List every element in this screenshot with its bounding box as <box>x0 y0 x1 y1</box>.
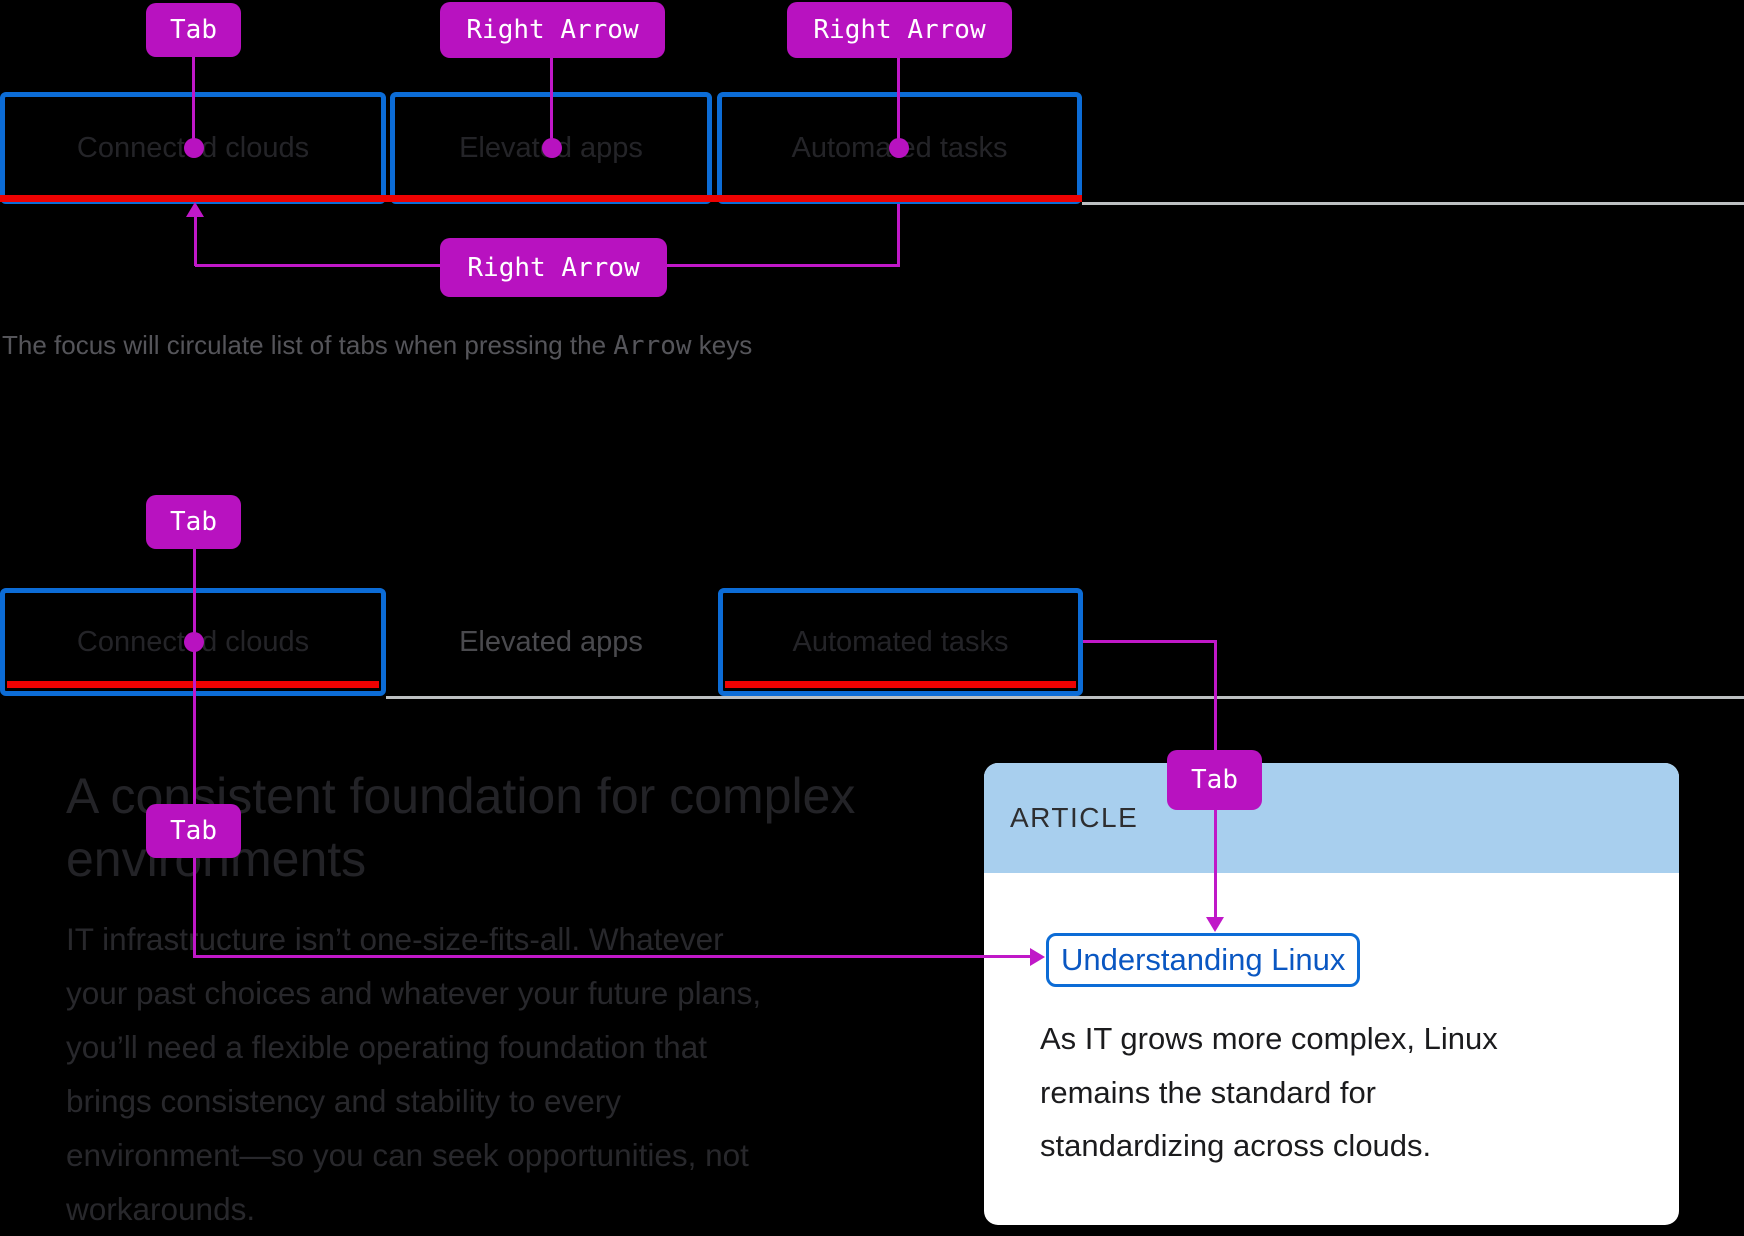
tab-strip-baseline <box>1082 202 1744 205</box>
focus-path-horizontal <box>193 955 1034 958</box>
hero-paragraph-line: brings consistency and stability to ever… <box>66 1083 622 1119</box>
loop-arrowhead-up <box>186 202 204 217</box>
article-body-line: As IT grows more complex, Linux <box>1040 1021 1498 1056</box>
hero-heading: A consistent foundation for complex envi… <box>66 765 855 891</box>
tab-label: Elevated apps <box>459 625 643 658</box>
key-label-tab: Tab <box>146 495 241 549</box>
article-body-line: standardizing across clouds. <box>1040 1128 1432 1163</box>
key-label-tab: Tab <box>1167 750 1262 810</box>
key-label-tab: Tab <box>146 804 241 858</box>
focus-path-vertical <box>193 549 196 958</box>
focus-path-horizontal <box>1083 640 1216 643</box>
focus-point-dot <box>184 632 204 652</box>
hero-paragraph-line: your past choices and whatever your futu… <box>66 975 762 1011</box>
article-body-line: remains the standard for <box>1040 1074 1377 1110</box>
key-label-right-arrow: Right Arrow <box>440 2 665 58</box>
focus-point-dot <box>542 138 562 158</box>
article-link[interactable]: Understanding Linux <box>1061 942 1346 977</box>
article-link-focus-ring: Understanding Linux <box>1046 933 1361 987</box>
selected-tab-underline <box>725 681 1076 688</box>
tab-elevated-apps[interactable]: Elevated apps <box>390 588 712 696</box>
hero-paragraph-line: environment—so you can seek opportunitie… <box>66 1137 749 1173</box>
connector-line <box>897 58 900 149</box>
tab-strip-baseline <box>386 696 1744 699</box>
caption-arrow-keyword: Arrow <box>613 331 692 361</box>
connector-line <box>192 57 195 149</box>
article-eyebrow: ARTICLE <box>1010 802 1139 833</box>
tab-label: Automated tasks <box>792 625 1009 658</box>
caption-prefix: The focus will circulate list of tabs wh… <box>2 330 614 360</box>
caption: The focus will circulate list of tabs wh… <box>2 330 752 361</box>
hero-paragraph-line: IT infrastructure isn’t one-size-fits-al… <box>66 921 724 957</box>
focus-point-dot <box>889 138 909 158</box>
key-label-right-arrow: Right Arrow <box>440 238 667 297</box>
article-card-body: As IT grows more complex, Linux remains … <box>1040 1012 1498 1173</box>
key-label-tab: Tab <box>146 3 241 57</box>
loop-line-down <box>897 204 900 267</box>
hero-paragraph-line: you’ll need a flexible operating foundat… <box>66 1029 707 1065</box>
article-card: ARTICLE As IT grows more complex, Linux … <box>984 763 1679 1225</box>
caption-suffix: keys <box>691 330 753 360</box>
hero-paragraph: IT infrastructure isn’t one-size-fits-al… <box>66 912 761 1236</box>
focus-arrowhead-down <box>1206 917 1224 932</box>
article-card-header: ARTICLE <box>984 763 1679 873</box>
hero-paragraph-line: workarounds. <box>66 1191 256 1227</box>
connector-line <box>550 58 553 149</box>
focus-point-dot <box>184 138 204 158</box>
tab-automated-tasks[interactable]: Automated tasks <box>718 588 1083 696</box>
loop-line-up <box>194 216 197 266</box>
focus-arrowhead-right <box>1030 948 1045 966</box>
key-label-right-arrow: Right Arrow <box>787 2 1012 58</box>
selected-tab-underline <box>0 195 1082 202</box>
